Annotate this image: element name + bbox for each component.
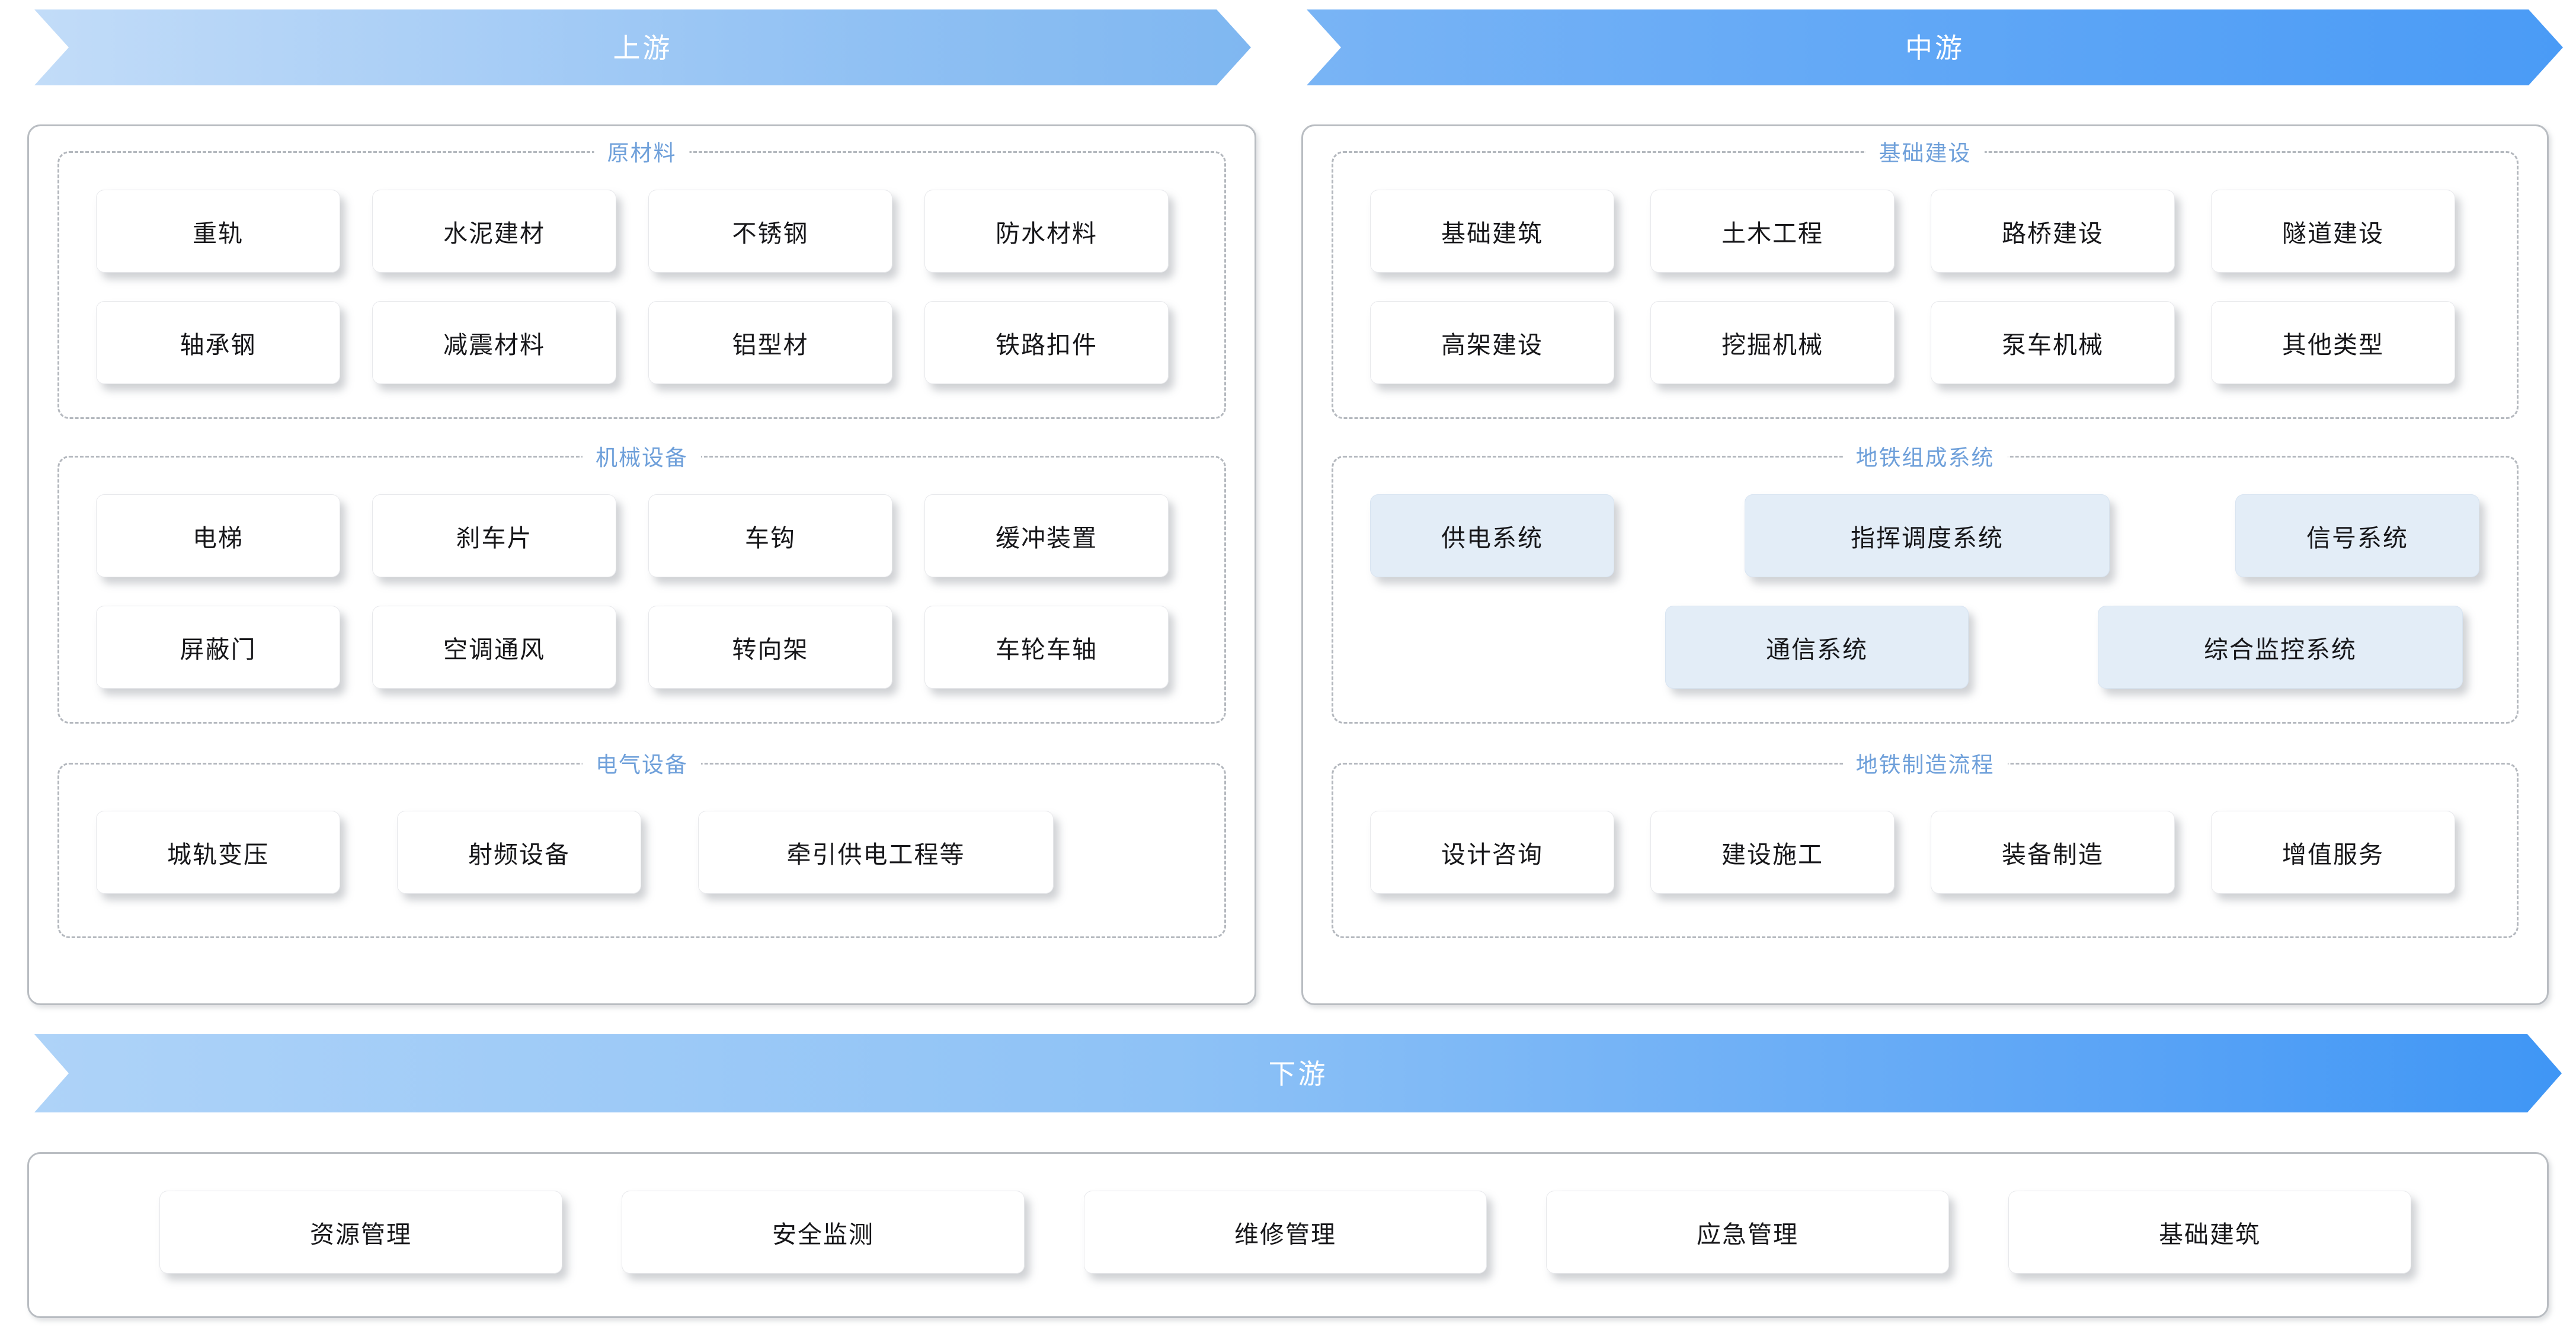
card-item[interactable]: 缓冲装置	[924, 494, 1169, 577]
card-item[interactable]: 转向架	[648, 606, 892, 689]
group-electrical-equipment-legend: 电气设备	[583, 747, 701, 779]
card-item[interactable]: 资源管理	[159, 1191, 562, 1274]
card-item[interactable]: 刹车片	[372, 494, 616, 577]
card-item[interactable]: 高架建设	[1370, 301, 1614, 384]
banner-upstream: 上游	[34, 9, 1251, 85]
card-item[interactable]: 牵引供电工程等	[698, 811, 1054, 894]
group-metro-composition-systems-legend: 地铁组成系统	[1842, 440, 2008, 472]
card-item[interactable]: 射频设备	[397, 811, 641, 894]
card-item[interactable]: 水泥建材	[372, 190, 616, 273]
card-item[interactable]: 车轮车轴	[924, 606, 1169, 689]
card-item[interactable]: 屏蔽门	[96, 606, 340, 689]
card-item[interactable]: 供电系统	[1370, 494, 1614, 577]
panel-upstream: 原材料 重轨 水泥建材 不锈钢 防水材料 轴承钢 减震材料 铝型材 铁路扣件 机…	[27, 124, 1256, 1005]
card-item[interactable]: 装备制造	[1931, 811, 2175, 894]
group-metro-manufacturing-process: 地铁制造流程 设计咨询 建设施工 装备制造 增值服务	[1332, 747, 2519, 938]
panel-downstream: 资源管理 安全监测 维修管理 应急管理 基础建筑	[27, 1152, 2549, 1318]
card-item[interactable]: 不锈钢	[648, 190, 892, 273]
card-item[interactable]: 指挥调度系统	[1745, 494, 2110, 577]
card-item[interactable]: 挖掘机械	[1650, 301, 1895, 384]
card-item[interactable]: 基础建筑	[2008, 1191, 2411, 1274]
card-item[interactable]: 泵车机械	[1931, 301, 2175, 384]
group-mechanical-equipment: 机械设备 电梯 刹车片 车钩 缓冲装置 屏蔽门 空调通风 转向架 车轮车轴	[57, 440, 1226, 724]
card-item[interactable]: 设计咨询	[1370, 811, 1614, 894]
card-item[interactable]: 防水材料	[924, 190, 1169, 273]
card-item[interactable]: 车钩	[648, 494, 892, 577]
group-infrastructure-construction: 基础建设 基础建筑 土木工程 路桥建设 隧道建设 高架建设 挖掘机械 泵车机械 …	[1332, 135, 2519, 419]
card-item[interactable]: 其他类型	[2211, 301, 2455, 384]
card-item[interactable]: 重轨	[96, 190, 340, 273]
card-item[interactable]: 轴承钢	[96, 301, 340, 384]
card-item[interactable]: 空调通风	[372, 606, 616, 689]
group-metro-composition-systems: 地铁组成系统 供电系统 指挥调度系统 信号系统 通信系统 综合监控系统	[1332, 440, 2519, 724]
panel-midstream: 基础建设 基础建筑 土木工程 路桥建设 隧道建设 高架建设 挖掘机械 泵车机械 …	[1301, 124, 2549, 1005]
card-item[interactable]: 电梯	[96, 494, 340, 577]
card-item[interactable]: 增值服务	[2211, 811, 2455, 894]
group-metro-manufacturing-process-legend: 地铁制造流程	[1842, 747, 2008, 779]
group-electrical-equipment: 电气设备 城轨变压 射频设备 牵引供电工程等	[57, 747, 1226, 938]
banner-midstream-label: 中游	[1905, 33, 1964, 63]
banner-downstream-label: 下游	[1268, 1058, 1328, 1089]
group-raw-materials-legend: 原材料	[594, 135, 690, 167]
banner-downstream: 下游	[34, 1034, 2562, 1112]
card-item[interactable]: 城轨变压	[96, 811, 340, 894]
group-mechanical-equipment-legend: 机械设备	[583, 440, 701, 472]
card-item[interactable]: 铝型材	[648, 301, 892, 384]
card-item[interactable]: 信号系统	[2235, 494, 2479, 577]
card-item[interactable]: 安全监测	[622, 1191, 1025, 1274]
card-item[interactable]: 建设施工	[1650, 811, 1895, 894]
card-item[interactable]: 土木工程	[1650, 190, 1895, 273]
card-item[interactable]: 铁路扣件	[924, 301, 1169, 384]
banner-upstream-label: 上游	[613, 33, 673, 63]
card-item[interactable]: 减震材料	[372, 301, 616, 384]
card-item[interactable]: 应急管理	[1546, 1191, 1949, 1274]
group-raw-materials: 原材料 重轨 水泥建材 不锈钢 防水材料 轴承钢 减震材料 铝型材 铁路扣件	[57, 135, 1226, 419]
banner-midstream: 中游	[1307, 9, 2563, 85]
card-item[interactable]: 隧道建设	[2211, 190, 2455, 273]
card-item[interactable]: 综合监控系统	[2098, 606, 2463, 689]
card-item[interactable]: 基础建筑	[1370, 190, 1614, 273]
card-item[interactable]: 维修管理	[1084, 1191, 1487, 1274]
card-item[interactable]: 通信系统	[1665, 606, 1969, 689]
group-infrastructure-construction-legend: 基础建设	[1865, 135, 1985, 167]
card-item[interactable]: 路桥建设	[1931, 190, 2175, 273]
